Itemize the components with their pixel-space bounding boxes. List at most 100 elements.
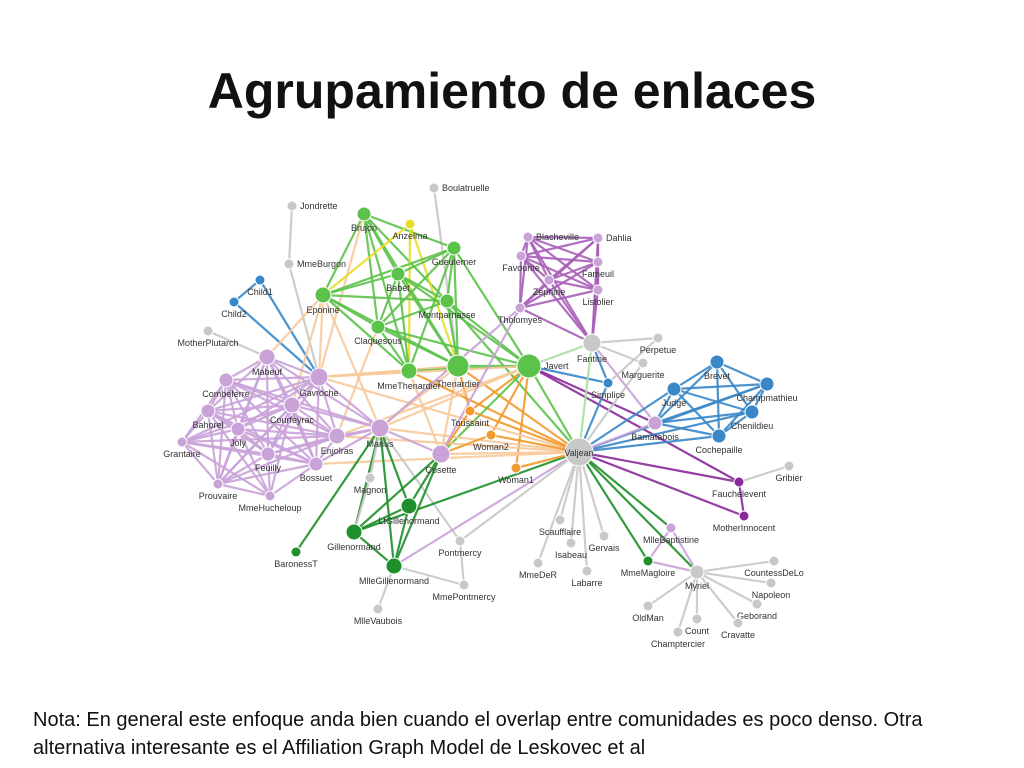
node-circle-napoleon [765, 577, 777, 589]
node-grantaire: Grantaire [163, 436, 201, 459]
edge-chenildieu-bamatabois [654, 410, 753, 425]
edge-thenardier-cosette [439, 365, 460, 455]
node-circle-myriel [689, 564, 705, 580]
edge-myriel-champtercier [676, 571, 699, 633]
edge-cochepaille-valjean [578, 434, 720, 454]
node-label-marius: Marius [366, 439, 394, 449]
node-brevet: Brevet [704, 354, 731, 381]
edge-bossuet-marius [315, 427, 381, 465]
node-label-woman1: Woman1 [498, 475, 534, 485]
edge-valjean-isabeau [569, 451, 581, 544]
node-label-blacheville: Blacheville [536, 232, 579, 242]
edge-myriel-countess-de-lo [696, 559, 775, 574]
node-label-mlle-vaubois: MlleVaubois [354, 616, 403, 626]
node-circle-child1 [254, 274, 266, 286]
node-circle-count [691, 613, 703, 625]
node-isabeau: Isabeau [555, 537, 587, 560]
edge-bossuet-mme-hucheloup [269, 463, 317, 497]
edge-gueulemer-montparnasse [445, 247, 456, 302]
node-feuilly: Feuilly [255, 446, 281, 473]
node-joly: Joly [230, 421, 246, 448]
edge-gavroche-enjolras [317, 376, 339, 437]
node-cochepaille: Cochepaille [695, 428, 743, 455]
node-circle-mme-magloire [642, 555, 654, 567]
node-favourite: Favourite [502, 250, 540, 273]
node-listolier: Listolier [582, 284, 614, 307]
edge-valjean-mlle-baptistine [578, 451, 672, 529]
node-dahlia: Dahlia [592, 232, 632, 244]
edge-javert-fauchelevent [528, 365, 740, 483]
edge-mlle-baptistine-myriel [670, 527, 698, 573]
node-gillenormand: Gillenormand [327, 523, 381, 552]
edge-javert-bamatabois [528, 364, 656, 425]
node-magnon: Magnon [354, 472, 386, 495]
node-label-mme-thenardier: MmeThenardier [377, 381, 441, 391]
edge-blacheville-tholomyes [518, 236, 530, 309]
node-circle-judge [666, 381, 682, 397]
edge-fameuil-zephine [548, 260, 599, 282]
node-prouvaire: Prouvaire [199, 478, 238, 501]
node-circle-marius [370, 418, 390, 438]
node-mme-de-r: MmeDeR [519, 557, 558, 580]
node-label-count: Count [685, 626, 710, 636]
node-circle-listolier [592, 284, 604, 296]
edge-cochepaille-bamatabois [654, 421, 720, 438]
node-label-mme-de-r: MmeDeR [519, 570, 558, 580]
edge-perpetue-simplice [607, 337, 659, 384]
node-label-prouvaire: Prouvaire [199, 491, 238, 501]
node-circle-valjean [564, 437, 594, 467]
node-label-child1: Child1 [247, 287, 273, 297]
node-circle-gribier [783, 460, 795, 472]
edge-brevet-judge [673, 361, 718, 390]
node-circle-chenildieu [744, 404, 760, 420]
edge-mother-plutarch-mabeuf [207, 329, 268, 359]
edge-javert-woman1 [514, 365, 531, 469]
node-circle-child2 [228, 296, 240, 308]
edge-anzelma-eponine [322, 223, 411, 296]
node-courfeyrac: Courfeyrac [270, 396, 315, 425]
node-label-champmathieu: Champmathieu [736, 393, 797, 403]
node-champtercier: Champtercier [651, 626, 705, 649]
edge-gavroche-marius [318, 376, 381, 429]
node-label-simplice: Simplice [591, 390, 625, 400]
edge-valjean-fauchelevent [578, 450, 740, 484]
edge-tholomyes-fantine [519, 307, 593, 344]
node-babet: Babet [386, 266, 410, 293]
node-circle-brevet [709, 354, 725, 370]
node-label-old-man: OldMan [632, 613, 664, 623]
edge-fauchelevent-gribier [738, 464, 790, 484]
node-baroness-t: BaronessT [274, 546, 318, 569]
edge-gueulemer-mme-thenardier [407, 247, 456, 372]
node-label-lt-gillenormand: LtGillenormand [378, 516, 439, 526]
edge-marius-pontmercy [379, 427, 461, 542]
edge-courfeyrac-feuilly [267, 404, 293, 455]
edge-child2-gavroche [233, 301, 320, 378]
edge-gavroche-valjean [318, 375, 580, 454]
edge-babet-thenardier [397, 273, 459, 367]
node-circle-jondrette [286, 200, 298, 212]
edge-fantine-valjean [577, 342, 594, 453]
node-blacheville: Blacheville [522, 231, 579, 243]
node-label-gillenormand: Gillenormand [327, 542, 381, 552]
node-label-favourite: Favourite [502, 263, 540, 273]
edge-thenardier-valjean [457, 365, 580, 453]
node-label-mlle-gillenormand: MlleGillenormand [359, 576, 429, 586]
node-circle-fauchelevent [733, 476, 745, 488]
slide-title: Agrupamiento de enlaces [207, 63, 817, 119]
edge-cosette-tholomyes [440, 307, 521, 455]
node-cosette: Cosette [425, 444, 457, 475]
edge-pontmercy-valjean [459, 451, 580, 542]
node-lt-gillenormand: LtGillenormand [378, 497, 440, 526]
edge-judge-cochepaille [673, 388, 720, 437]
edge-enjolras-grantaire [181, 434, 338, 444]
edge-brujon-claquesous [362, 213, 380, 328]
edge-javert-cosette [440, 365, 530, 455]
node-label-baroness-t: BaronessT [274, 559, 318, 569]
node-mlle-gillenormand: MlleGillenormand [359, 557, 429, 586]
edge-fauchelevent-mother-innocent [737, 481, 746, 517]
node-label-gavroche: Gavroche [299, 388, 338, 398]
node-valjean: Valjean [564, 437, 594, 467]
node-count: Count [685, 613, 710, 636]
node-geborand: Geborand [737, 598, 777, 621]
node-label-geborand: Geborand [737, 611, 777, 621]
